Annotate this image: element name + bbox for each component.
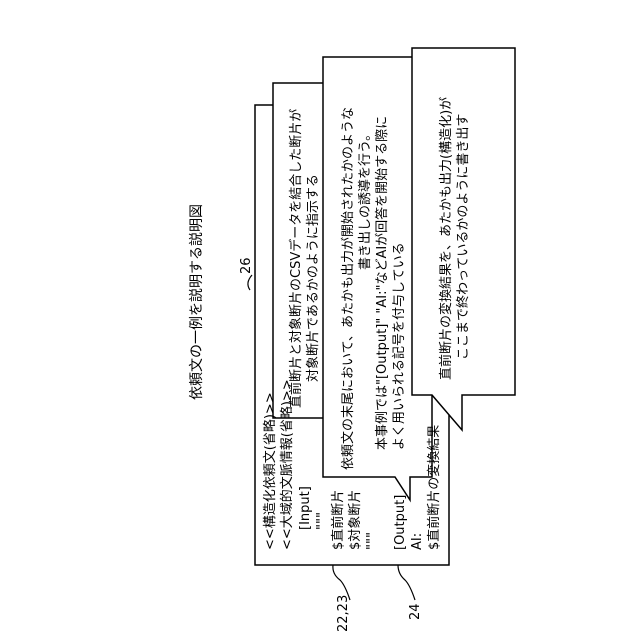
callout-middle-text: 依頼文の末尾において、あたかも出力が開始されたかのような 書き出しの誘導を行う。… [340,107,408,470]
input-vars: $直前断片 $対象断片 """ [330,490,381,550]
callout-line: ここまで終わっているかのように書き出す [455,97,472,380]
output-ai: AI: [409,425,426,550]
ref-main-number: 26 [239,257,254,274]
input-var: $直前断片 [330,490,347,550]
input-section: [Input] """ [297,486,331,530]
callout-line: 直前断片と対象断片のCSVデータを結合した断片が [288,109,305,408]
callout-line: 依頼文の末尾において、あたかも出力が開始されたかのような [340,107,357,470]
input-quote-open: """ [314,486,331,530]
output-var: $直前断片の変換結果 [426,425,443,550]
input-header: [Input] [297,486,314,530]
callout-bottom-text: 直前断片の変換結果を、あたかも出力(構造化)が ここまで終わっているかのように書… [438,97,472,380]
callout-top-text: 直前断片と対象断片のCSVデータを結合した断片が 対象断片であるかのように指示す… [288,109,322,408]
callout-line: 書き出しの誘導を行う。 [357,107,374,470]
preamble-line: <<構造化依頼文(省略)>> [262,379,279,550]
ref-output-leader [398,565,415,600]
callout-line: 直前断片の変換結果を、あたかも出力(構造化)が [438,97,455,380]
input-quote-close: """ [364,490,381,550]
callout-line: よく用いられる記号を付与している [391,107,408,470]
figure-title: 依頼文の一例を説明する説明図 [190,204,205,400]
callout-line: 対象断片であるかのように指示する [305,109,322,408]
callout-line: 本事例では"[Output]" "AI:"などAIが回答を開始する際に [374,107,391,470]
ref-output-number: 24 [408,603,423,620]
input-var: $対象断片 [347,490,364,550]
ref-input-number: 22,23 [336,595,351,632]
ref-main-leader [248,275,252,290]
